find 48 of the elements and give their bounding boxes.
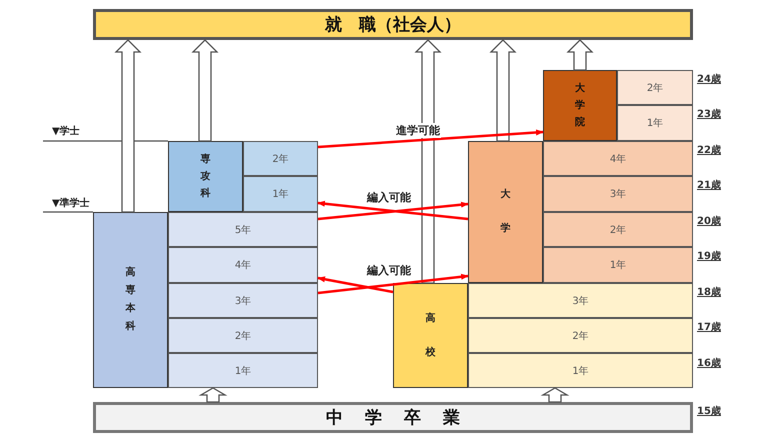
- age-label: 23歳: [697, 108, 721, 121]
- hollow-arrow: [198, 387, 228, 403]
- hollow-arrow: [114, 39, 142, 213]
- edge-label: 編入可能: [366, 190, 412, 205]
- year-cell: 2年: [543, 212, 693, 247]
- edge-label: 編入可能: [366, 263, 412, 278]
- year-cell: 4年: [543, 141, 693, 176]
- hollow-arrow: [191, 39, 219, 142]
- year-cell: 1年: [468, 353, 693, 388]
- age-label: 19歳: [697, 250, 721, 263]
- age-label: 20歳: [697, 214, 721, 228]
- age-label: 21歳: [697, 178, 721, 192]
- year-cell: 5年: [168, 212, 318, 247]
- year-cell: 2年: [468, 318, 693, 353]
- degree-label: ▼準学士: [52, 196, 90, 210]
- year-cell: 3年: [543, 176, 693, 212]
- year-cell: 3年: [168, 283, 318, 318]
- hollow-arrow: [566, 39, 594, 71]
- age-label: 15歳: [697, 404, 721, 418]
- year-cell: 1年: [617, 105, 693, 141]
- course-column: 専攻科: [168, 141, 243, 212]
- hollow-arrow: [414, 39, 442, 284]
- arrow: [318, 129, 544, 148]
- age-label: 18歳: [697, 286, 721, 299]
- year-cell: 1年: [543, 247, 693, 283]
- age-label: 24歳: [697, 72, 721, 86]
- year-cell: 1年: [243, 176, 318, 212]
- year-cell: 2年: [617, 70, 693, 105]
- hollow-arrow: [489, 39, 517, 142]
- age-label: 22歳: [697, 144, 721, 157]
- hollow-arrow: [540, 387, 570, 403]
- year-cell: 1年: [168, 353, 318, 388]
- year-cell: 2年: [243, 141, 318, 176]
- school-column: 大学: [468, 141, 543, 283]
- employment-bar: 就 職（社会人）: [93, 9, 693, 40]
- degree-label: ▼学士: [52, 124, 80, 138]
- age-label: 17歳: [697, 320, 721, 334]
- course-column: 高専本科: [93, 212, 168, 388]
- graduation-bar: 中学卒業: [93, 402, 693, 433]
- year-cell: 4年: [168, 247, 318, 283]
- age-label: 16歳: [697, 356, 721, 370]
- arrow: [317, 276, 394, 294]
- arrow: [318, 274, 469, 294]
- edge-label: 進学可能: [395, 123, 441, 138]
- year-cell: 2年: [168, 318, 318, 353]
- school-column: 高校: [393, 283, 468, 388]
- school-column: 大学院: [543, 70, 617, 141]
- year-cell: 3年: [468, 283, 693, 318]
